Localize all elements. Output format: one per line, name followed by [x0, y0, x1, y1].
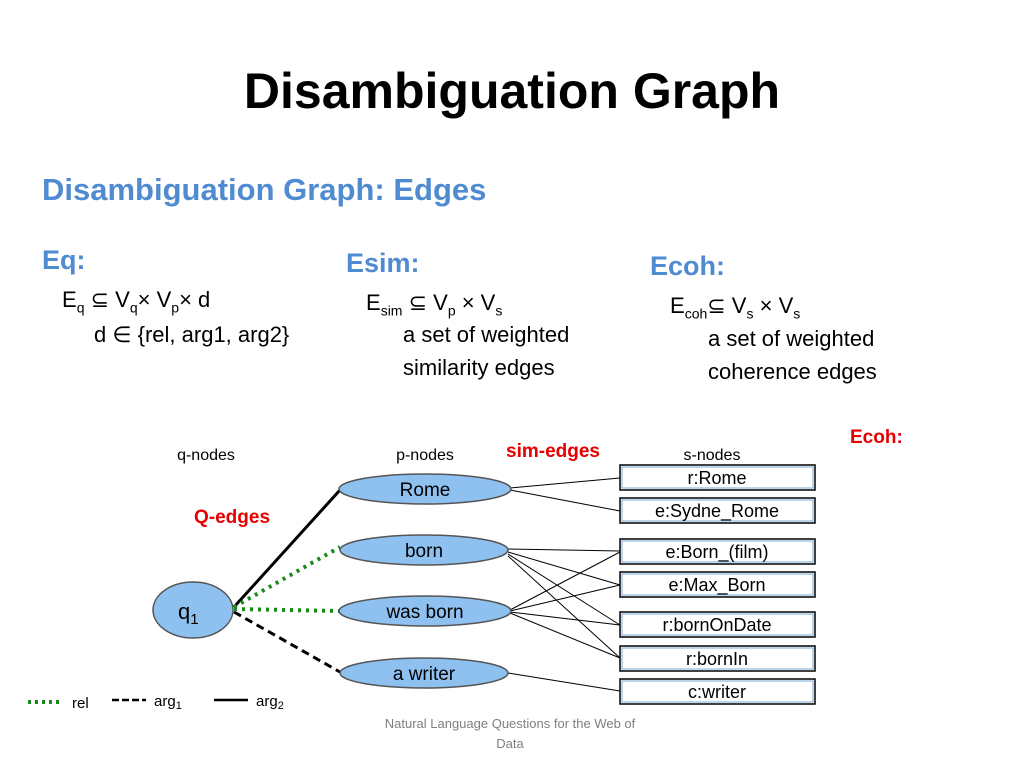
- p-node-was-born: was born: [338, 595, 512, 627]
- slide-title: Disambiguation Graph: [243, 63, 781, 119]
- legend-arg2-label: arg2: [256, 693, 284, 712]
- q-edge-writer-arg1: [233, 610, 341, 674]
- sim-edges-label: sim-edges: [506, 441, 600, 462]
- p-node-label: Rome: [400, 480, 451, 501]
- s-node-e-max-born: e:Max_Born: [619, 571, 816, 598]
- slide-subtitle: Disambiguation Graph: Edges: [42, 172, 487, 207]
- p-node-label: a writer: [393, 664, 456, 685]
- s-node-label: r:Rome: [687, 468, 746, 488]
- legend-arg1-label: arg1: [154, 693, 182, 712]
- s-node-label: r:bornIn: [686, 649, 748, 669]
- p-node-rome: Rome: [338, 473, 512, 505]
- q-edge-wasborn-rel: [233, 607, 341, 613]
- ecoh-diagram-label: Ecoh:: [850, 427, 903, 448]
- s-nodes-label: s-nodes: [684, 447, 741, 464]
- q-edges-label: Q-edges: [194, 507, 271, 528]
- s-node-r-bornin: r:bornIn: [619, 645, 816, 672]
- q-edge-rome-arg2: [232, 488, 342, 609]
- esim-heading: Esim:: [346, 248, 420, 278]
- ecoh-formula: Ecoh⊆ Vs × Vs: [670, 293, 801, 322]
- q-node-q1: [152, 581, 234, 639]
- q-node-label: q1: [178, 599, 199, 628]
- p-nodes-label: p-nodes: [396, 447, 454, 464]
- q-nodes-label: q-nodes: [177, 447, 235, 464]
- s-node-label: e:Sydne_Rome: [655, 501, 779, 522]
- footer-text: Natural Language Questions for the Web o…: [384, 716, 636, 751]
- s-node-r-rome: r:Rome: [619, 464, 816, 491]
- s-node-r-bornondate: r:bornOnDate: [619, 611, 816, 638]
- eq-domain: d ∈ {rel, arg1, arg2}: [94, 322, 290, 347]
- s-node-label: e:Max_Born: [668, 575, 765, 596]
- ecoh-heading: Ecoh:: [650, 251, 726, 281]
- legend-rel-label: rel: [72, 695, 89, 712]
- s-node-e-born-film: e:Born_(film): [619, 538, 816, 565]
- s-node-label: r:bornOnDate: [662, 615, 771, 635]
- s-node-label: e:Born_(film): [665, 542, 768, 563]
- legend: rel arg1 arg2: [28, 693, 284, 712]
- s-node-e-sydne-rome: e:Sydne_Rome: [619, 497, 816, 524]
- eq-formula: Eq ⊆ Vq× Vp× d: [62, 287, 211, 316]
- p-node-label: was born: [385, 602, 463, 623]
- s-node-c-writer: c:writer: [619, 678, 816, 705]
- p-node-born: born: [339, 534, 509, 566]
- q-edge-born-rel: [233, 545, 341, 609]
- s-node-label: c:writer: [688, 682, 746, 702]
- esim-formula: Esim ⊆ Vp × Vs: [366, 290, 503, 319]
- eq-heading: Eq:: [42, 245, 86, 275]
- sim-edges: [507, 477, 621, 692]
- p-node-label: born: [405, 541, 443, 562]
- p-node-a-writer: a writer: [339, 657, 509, 689]
